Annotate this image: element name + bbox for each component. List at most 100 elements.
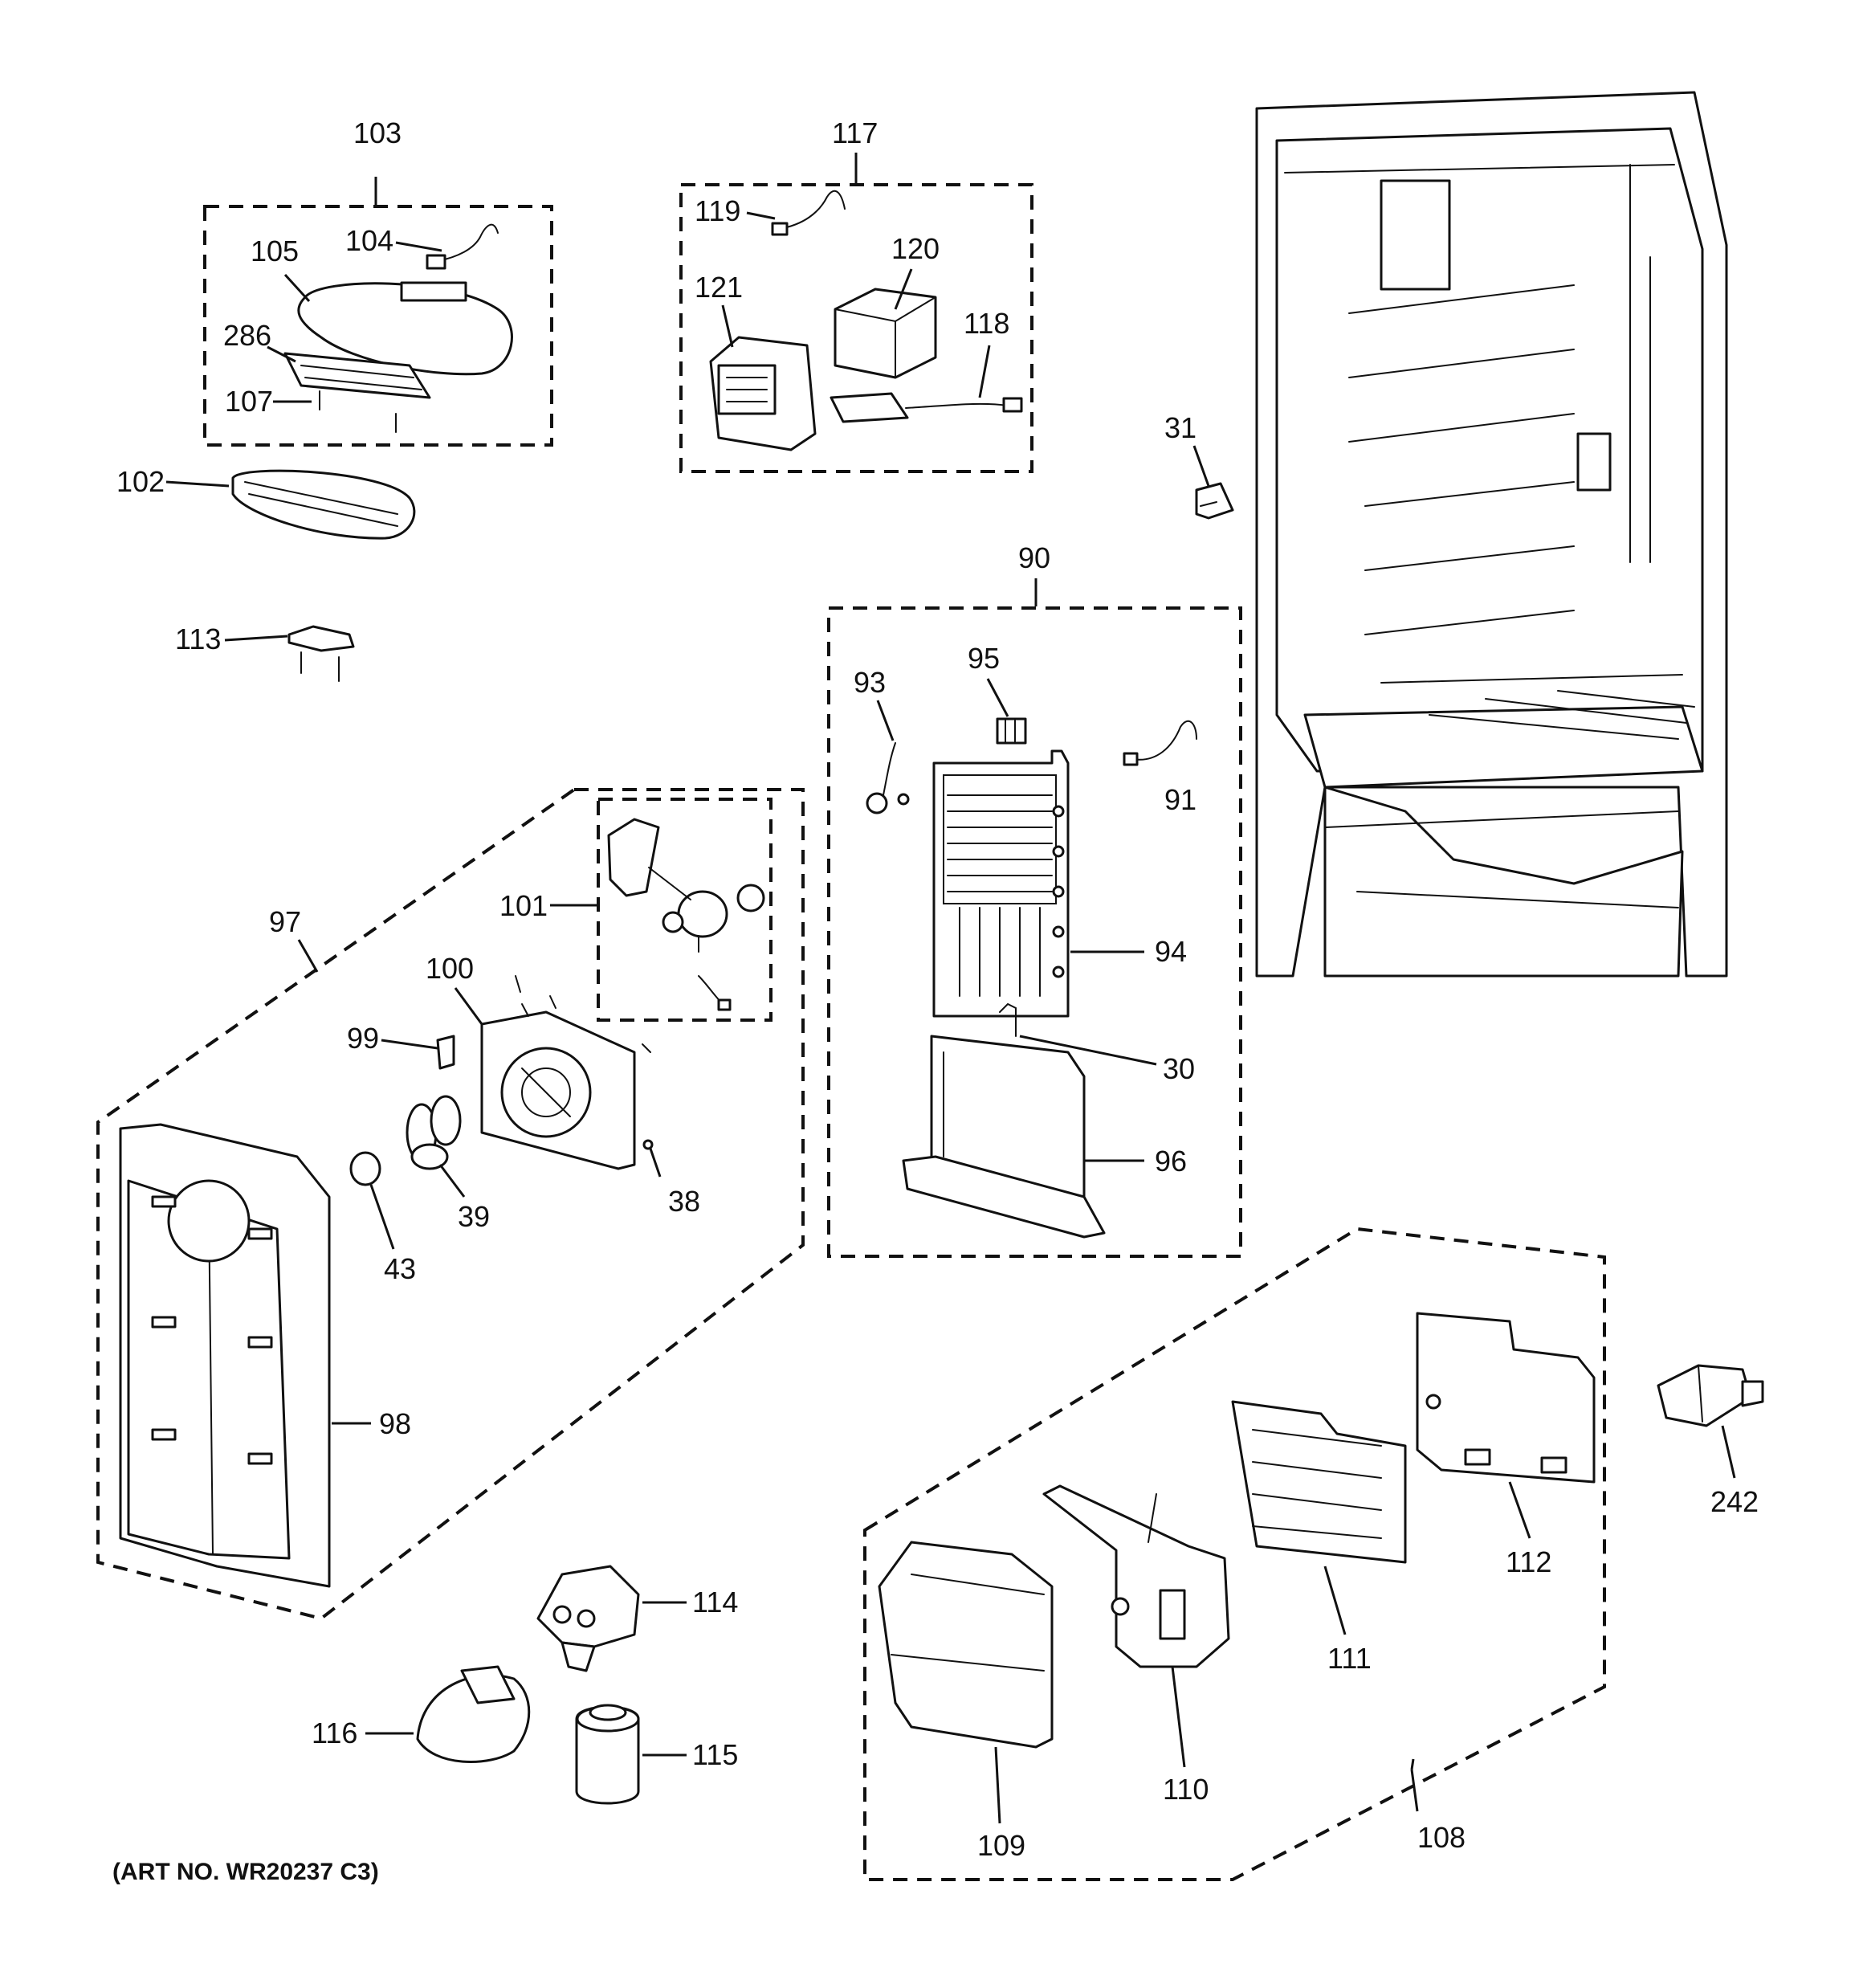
leader-112	[1508, 1481, 1531, 1539]
cover-116	[416, 1665, 531, 1763]
housing-105	[297, 281, 513, 376]
light-panel-286	[283, 352, 431, 399]
callout-96: 96	[1155, 1145, 1187, 1178]
group-box-101	[597, 798, 773, 1022]
connector-91	[1123, 752, 1139, 766]
leader-108-b	[1410, 1758, 1415, 1770]
callout-286: 286	[223, 319, 271, 352]
screw-100-d	[642, 1043, 651, 1053]
callout-117: 117	[832, 116, 878, 149]
connector-119	[771, 222, 789, 236]
leader-102	[165, 480, 230, 488]
fan-bracket-100	[480, 1010, 636, 1170]
filter-115	[575, 1704, 640, 1805]
leader-39	[438, 1164, 466, 1198]
callout-112: 112	[1506, 1545, 1551, 1578]
callout-31: 31	[1164, 411, 1196, 444]
leader-121	[721, 304, 734, 348]
callout-38: 38	[668, 1185, 700, 1218]
leader-93	[876, 700, 895, 741]
clip-95	[996, 717, 1027, 745]
callout-101: 101	[499, 889, 548, 922]
callout-39: 39	[458, 1200, 490, 1233]
leader-95	[986, 678, 1009, 717]
motor-101	[607, 818, 765, 1011]
screw-100-a	[515, 975, 521, 993]
wire-harness-104	[437, 223, 499, 262]
leader-118	[978, 345, 991, 398]
callout-97: 97	[269, 905, 301, 938]
leader-30	[1019, 1035, 1157, 1066]
sensor-93	[866, 742, 910, 814]
cover-98	[119, 1123, 331, 1588]
leader-104	[395, 241, 442, 252]
drain-pan-96	[902, 1035, 1106, 1239]
group-box-117	[679, 183, 1033, 473]
callout-109: 109	[977, 1829, 1025, 1862]
leader-100	[454, 987, 483, 1025]
callout-90: 90	[1018, 541, 1050, 574]
callout-103: 103	[353, 116, 402, 149]
callout-105: 105	[251, 235, 299, 267]
leader-119	[746, 211, 776, 220]
leader-43	[369, 1184, 395, 1250]
refrigerator-cabinet	[1255, 91, 1728, 978]
callout-121: 121	[695, 271, 743, 304]
screw-38	[642, 1139, 654, 1150]
group-box-97	[96, 788, 805, 1621]
leader-242	[1721, 1425, 1736, 1479]
callout-111: 111	[1327, 1642, 1372, 1675]
callout-120: 120	[891, 232, 940, 265]
callout-93: 93	[854, 666, 886, 699]
callout-118: 118	[964, 307, 1009, 340]
part-31	[1195, 482, 1234, 520]
clip-30	[999, 1002, 1017, 1037]
leader-286	[267, 345, 296, 363]
wire-119	[778, 190, 846, 230]
callout-107: 107	[225, 385, 273, 418]
screw-100-c	[549, 995, 556, 1009]
heater-111	[1231, 1400, 1407, 1564]
callout-91: 91	[1164, 783, 1196, 816]
group-box-103	[203, 205, 553, 447]
wire-91	[1131, 720, 1197, 761]
grommet-43	[349, 1151, 381, 1186]
leader-97	[297, 939, 319, 973]
group-box-108	[863, 1227, 1606, 1881]
leader-105	[283, 273, 311, 303]
callout-104: 104	[345, 224, 393, 257]
harness-118	[830, 392, 1023, 423]
callout-30: 30	[1163, 1052, 1195, 1085]
callout-113: 113	[175, 623, 221, 655]
callout-110: 110	[1163, 1773, 1209, 1806]
duct-110	[1042, 1484, 1230, 1668]
cover-120	[834, 288, 937, 379]
group-box-90	[827, 606, 1242, 1258]
leader-113	[224, 635, 288, 642]
callout-119: 119	[695, 194, 740, 227]
part-242	[1657, 1364, 1764, 1427]
evaporator-94	[932, 749, 1070, 1018]
damper-121	[709, 336, 817, 451]
fan-blade-39	[406, 1095, 462, 1170]
light-lens-102	[231, 469, 416, 540]
leader-108	[1410, 1769, 1419, 1812]
housing-114	[536, 1565, 640, 1672]
callout-94: 94	[1155, 935, 1187, 968]
bracket-99	[436, 1035, 455, 1070]
callout-95: 95	[968, 642, 1000, 675]
duct-109	[878, 1541, 1054, 1749]
callout-115: 115	[692, 1738, 738, 1771]
callout-100: 100	[426, 952, 474, 985]
callout-116: 116	[312, 1717, 357, 1749]
leader-31	[1192, 445, 1210, 487]
leader-110	[1171, 1666, 1186, 1768]
leader-120	[894, 268, 913, 310]
screw-100-b	[521, 1003, 529, 1017]
bracket-113	[287, 625, 355, 682]
leader-109	[994, 1746, 1001, 1824]
art-number: (ART NO. WR20237 C3)	[112, 1859, 379, 1885]
cover-112	[1416, 1312, 1596, 1484]
callout-102: 102	[116, 465, 165, 498]
